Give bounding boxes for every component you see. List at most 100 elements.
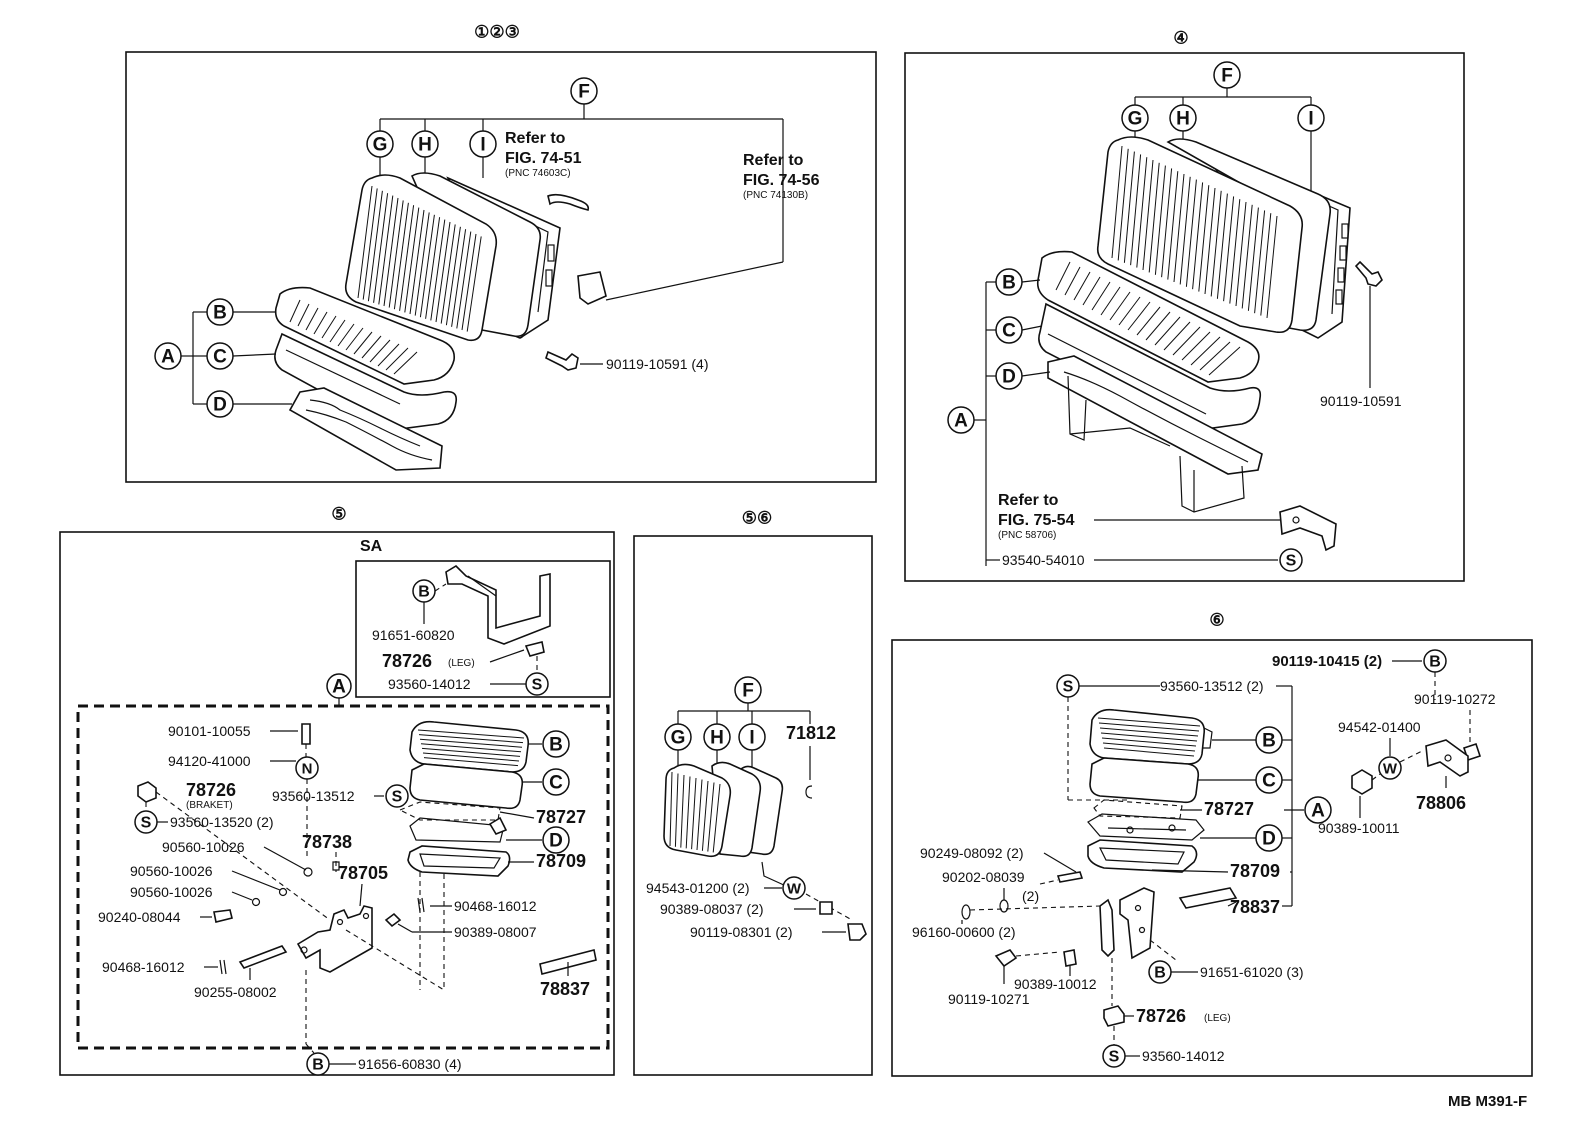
f-label: F — [578, 82, 590, 103]
label-78709-6: 78709 — [1230, 861, 1280, 881]
label-78726-leg-6: 78726 — [1136, 1006, 1186, 1026]
c-label-6: C — [1262, 771, 1276, 792]
ref-75-54-line1: Refer to — [998, 492, 1059, 509]
assembly-a-dashed-frame — [76, 704, 610, 1050]
section-4: ④ F G H I — [904, 29, 1465, 582]
section-56-title: ⑤⑥ — [742, 509, 772, 528]
headrest-clip — [547, 193, 590, 211]
label-78726-leg-6-sub: (LEG) — [1204, 1013, 1231, 1024]
b-label-4: B — [1002, 273, 1016, 294]
a-label-5: A — [332, 677, 346, 698]
label-71812: 71812 — [786, 723, 836, 743]
diagram-code: MB M391-F — [1448, 1093, 1527, 1110]
label-90249-08092-2: 90249-08092 (2) — [920, 845, 1024, 861]
a-label-6: A — [1311, 801, 1325, 822]
label-90560-10026-a: 90560-10026 — [162, 839, 245, 855]
d-label-5: D — [549, 831, 563, 852]
sa-label: SA — [360, 538, 383, 555]
w-label-56: W — [787, 881, 802, 898]
label-78837-6: 78837 — [1230, 897, 1280, 917]
label-90240-08044: 90240-08044 — [98, 909, 181, 925]
armrest-pad-5 — [409, 763, 524, 810]
i-label-group: I — [469, 130, 497, 178]
f-label-4: F — [1221, 66, 1233, 87]
f-bracket: F — [379, 77, 784, 301]
label-90468-16012-b: 90468-16012 — [454, 898, 537, 914]
label-91651-61020-3: 91651-61020 (3) — [1200, 964, 1304, 980]
section-123-frame — [125, 51, 877, 483]
ref-74-56-line1: Refer to — [743, 152, 804, 169]
armrest-base-5 — [407, 845, 511, 877]
label-90119-10591: 90119-10591 — [1320, 393, 1402, 409]
label-94120-41000: 94120-41000 — [168, 753, 251, 769]
label-93540-54010: 93540-54010 — [1002, 552, 1085, 568]
seat-cushion-cover — [274, 286, 456, 385]
h-label-4: H — [1176, 109, 1190, 130]
b-label-sa: B — [418, 584, 430, 601]
ref-75-54-line2: FIG. 75-54 — [998, 512, 1075, 529]
label-90389-10011: 90389-10011 — [1318, 820, 1400, 836]
abcd-bracket-4: A B C D — [947, 268, 1051, 566]
i-label: I — [480, 135, 485, 156]
section-6: ⑥ 90119-10415 (2) B S 93560-13512 (2) 90… — [891, 611, 1533, 1077]
label-90119-10591-4: 90119-10591 (4) — [606, 356, 708, 372]
armrest-plate-6 — [1087, 813, 1205, 841]
c-label-4: C — [1002, 321, 1016, 342]
label-78705: 78705 — [338, 863, 388, 883]
label-93560-14012-6: 93560-14012 — [1142, 1048, 1225, 1064]
armrest-cover-6 — [1089, 708, 1213, 765]
i-label-56: I — [749, 728, 754, 749]
ref-74-56-line3: (PNC 74130B) — [743, 190, 808, 201]
label-90560-10026-c: 90560-10026 — [130, 884, 213, 900]
label-90202-08039: 90202-08039 — [942, 869, 1025, 885]
label-78738: 78738 — [302, 832, 352, 852]
s-label-4: S — [1286, 553, 1297, 570]
c-label-5: C — [549, 773, 563, 794]
abcd-bracket: A B C D — [154, 298, 292, 418]
s-label-6a: S — [1063, 679, 1074, 696]
label-90560-10026-b: 90560-10026 — [130, 863, 213, 879]
section-4-title: ④ — [1173, 29, 1188, 48]
label-78837-5: 78837 — [540, 979, 590, 999]
i-label-4: I — [1308, 109, 1313, 130]
seat-back-cover-4 — [1096, 136, 1304, 334]
seat-cushion-cover-4 — [1036, 250, 1260, 383]
b-label-5: B — [549, 735, 563, 756]
b-label: B — [213, 303, 227, 324]
n-label: N — [302, 761, 313, 778]
a-label: A — [161, 347, 175, 368]
h-label-56: H — [710, 728, 724, 749]
g-label-4: G — [1128, 109, 1143, 130]
seat-cushion-pad — [274, 332, 458, 431]
b-label-6: B — [1262, 731, 1276, 752]
section-56: ⑤⑥ F G H I 71812 94543-01200 — [633, 509, 873, 1076]
s-label-6b: S — [1109, 1049, 1120, 1066]
b-label-5-bottom: B — [312, 1057, 324, 1074]
d-label-4: D — [1002, 367, 1016, 388]
bracket-78705 — [296, 905, 373, 973]
section-6-title: ⑥ — [1209, 611, 1224, 630]
ref-74-56-line2: FIG. 74-56 — [743, 172, 820, 189]
section-4-frame — [904, 52, 1465, 582]
label-90389-08037-2: 90389-08037 (2) — [660, 901, 764, 917]
h-label-group: H — [411, 130, 439, 178]
ref-74-51-line3: (PNC 74603C) — [505, 168, 571, 179]
bolt-90119-10591: 90119-10591 (4) — [545, 350, 708, 372]
label-78726-braket-sub: (BRAKET) — [186, 800, 233, 811]
label-96160-00600-2: 96160-00600 (2) — [912, 924, 1016, 940]
b-label-6-top: B — [1429, 654, 1441, 671]
label-90468-16012-a: 90468-16012 — [102, 959, 185, 975]
seat-cushion-frame-4 — [1047, 355, 1263, 513]
armrest-base-6 — [1087, 839, 1198, 873]
bracket-78806 — [1425, 739, 1469, 777]
section-6-frame — [891, 639, 1533, 1077]
label-90101-10055: 90101-10055 — [168, 723, 251, 739]
label-90119-08301-2: 90119-08301 (2) — [690, 924, 792, 940]
sa-frame — [355, 560, 611, 698]
label-93560-13512-2: 93560-13512 (2) — [1160, 678, 1264, 694]
seat-back-cover — [344, 174, 498, 342]
b-label-6-bottom: B — [1154, 965, 1166, 982]
sa-leg — [445, 564, 551, 657]
s-label-5b: S — [392, 789, 403, 806]
